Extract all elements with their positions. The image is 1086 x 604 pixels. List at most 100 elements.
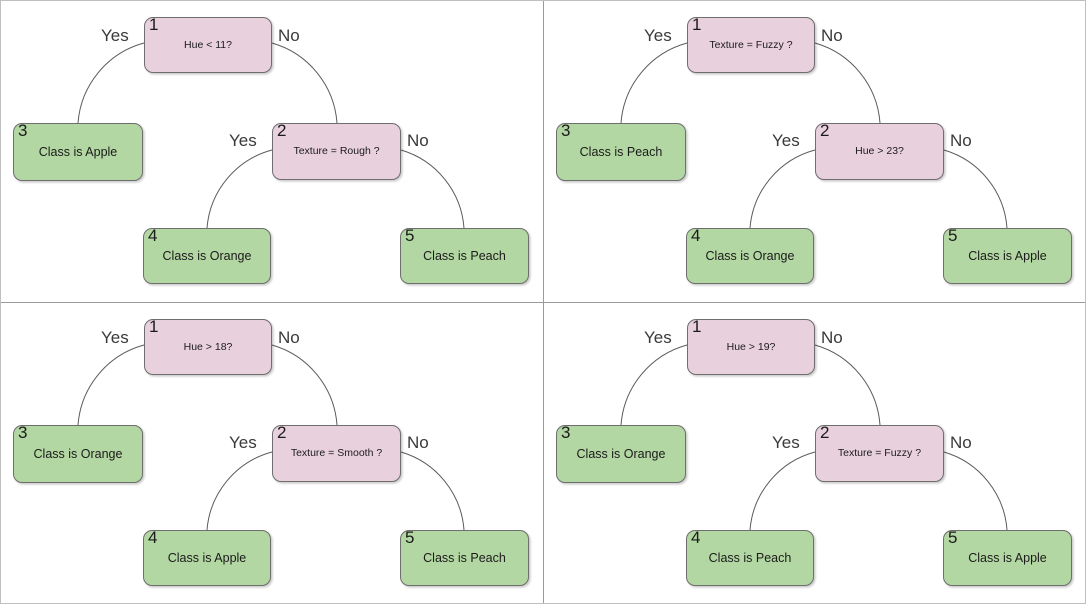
node-label: Texture = Fuzzy ? (837, 447, 922, 460)
node-label: Class is Peach (423, 550, 506, 565)
edge-2-to-5 (943, 149, 1008, 229)
edge-layer (77, 344, 465, 531)
node-id-badge: 4 (148, 528, 158, 547)
node-id-badge: 4 (691, 528, 701, 547)
node-label: Class is Orange (162, 248, 252, 263)
node-id-badge: 2 (820, 121, 830, 140)
node-label: Hue > 18? (183, 340, 233, 353)
node-label: Texture = Rough ? (293, 145, 380, 158)
node-id-badge: 3 (561, 423, 571, 442)
edge-label-1-to-3: Yes (101, 26, 129, 45)
node-label: Class is Orange (705, 248, 795, 263)
node-id-badge: 3 (18, 423, 28, 442)
edge-2-to-4 (749, 451, 816, 531)
edge-2-to-5 (943, 451, 1008, 531)
node-label: Texture = Smooth ? (290, 447, 383, 460)
node-id-badge: 3 (18, 121, 28, 140)
edge-label-1-to-2: No (821, 328, 843, 347)
node-label: Texture = Fuzzy ? (709, 38, 793, 51)
edge-layer (77, 42, 465, 229)
node-label: Class is Peach (708, 550, 792, 565)
node-id-badge: 4 (691, 226, 701, 245)
node-label: Class is Apple (968, 248, 1047, 263)
edge-1-to-3 (77, 42, 145, 124)
edge-label-1-to-2: No (821, 26, 843, 45)
edge-2-to-5 (400, 149, 465, 229)
edge-1-to-2 (271, 344, 338, 426)
node-id-badge: 1 (149, 15, 159, 34)
node-id-badge: 2 (277, 121, 287, 140)
edge-label-2-to-4: Yes (772, 433, 800, 452)
node-label: Class is Apple (167, 550, 247, 565)
edge-layer (620, 344, 1008, 531)
node-id-badge: 5 (405, 226, 415, 245)
node-id-badge: 3 (561, 121, 571, 140)
edge-2-to-4 (749, 149, 816, 229)
edge-label-2-to-5: No (950, 131, 972, 150)
edge-label-1-to-3: Yes (101, 328, 129, 347)
edge-2-to-4 (206, 451, 273, 531)
node-label: Class is Peach (423, 248, 506, 263)
edge-1-to-3 (620, 344, 688, 426)
edge-label-2-to-4: Yes (229, 433, 257, 452)
node-id-badge: 5 (948, 226, 958, 245)
node-label: Class is Orange (576, 446, 666, 461)
edge-label-2-to-4: Yes (229, 131, 257, 150)
edge-2-to-4 (206, 149, 273, 229)
node-id-badge: 5 (405, 528, 415, 547)
edge-1-to-2 (271, 42, 338, 124)
node-id-badge: 5 (948, 528, 958, 547)
node-label: Hue < 11? (184, 38, 232, 51)
node-id-badge: 1 (692, 15, 702, 34)
edge-layer (620, 42, 1008, 229)
node-label: Class is Orange (33, 446, 123, 461)
node-id-badge: 1 (149, 317, 159, 336)
node-id-badge: 2 (820, 423, 830, 442)
edge-label-1-to-2: No (278, 328, 300, 347)
edge-label-1-to-3: Yes (644, 328, 672, 347)
edge-label-2-to-5: No (950, 433, 972, 452)
node-id-badge: 2 (277, 423, 287, 442)
node-label: Class is Peach (579, 144, 663, 159)
node-label: Class is Apple (38, 144, 118, 159)
node-id-badge: 4 (148, 226, 158, 245)
node-id-badge: 1 (692, 317, 702, 336)
edge-label-2-to-5: No (407, 433, 429, 452)
edge-1-to-2 (814, 42, 881, 124)
node-label: Hue > 23? (855, 145, 904, 158)
node-label: Hue > 19? (726, 340, 776, 353)
edge-2-to-5 (400, 451, 465, 531)
edge-label-1-to-3: Yes (644, 26, 672, 45)
edge-1-to-3 (620, 42, 688, 124)
edge-label-1-to-2: No (278, 26, 300, 45)
node-label: Class is Apple (968, 550, 1047, 565)
edge-label-2-to-5: No (407, 131, 429, 150)
edge-1-to-3 (77, 344, 145, 426)
edge-label-2-to-4: Yes (772, 131, 800, 150)
